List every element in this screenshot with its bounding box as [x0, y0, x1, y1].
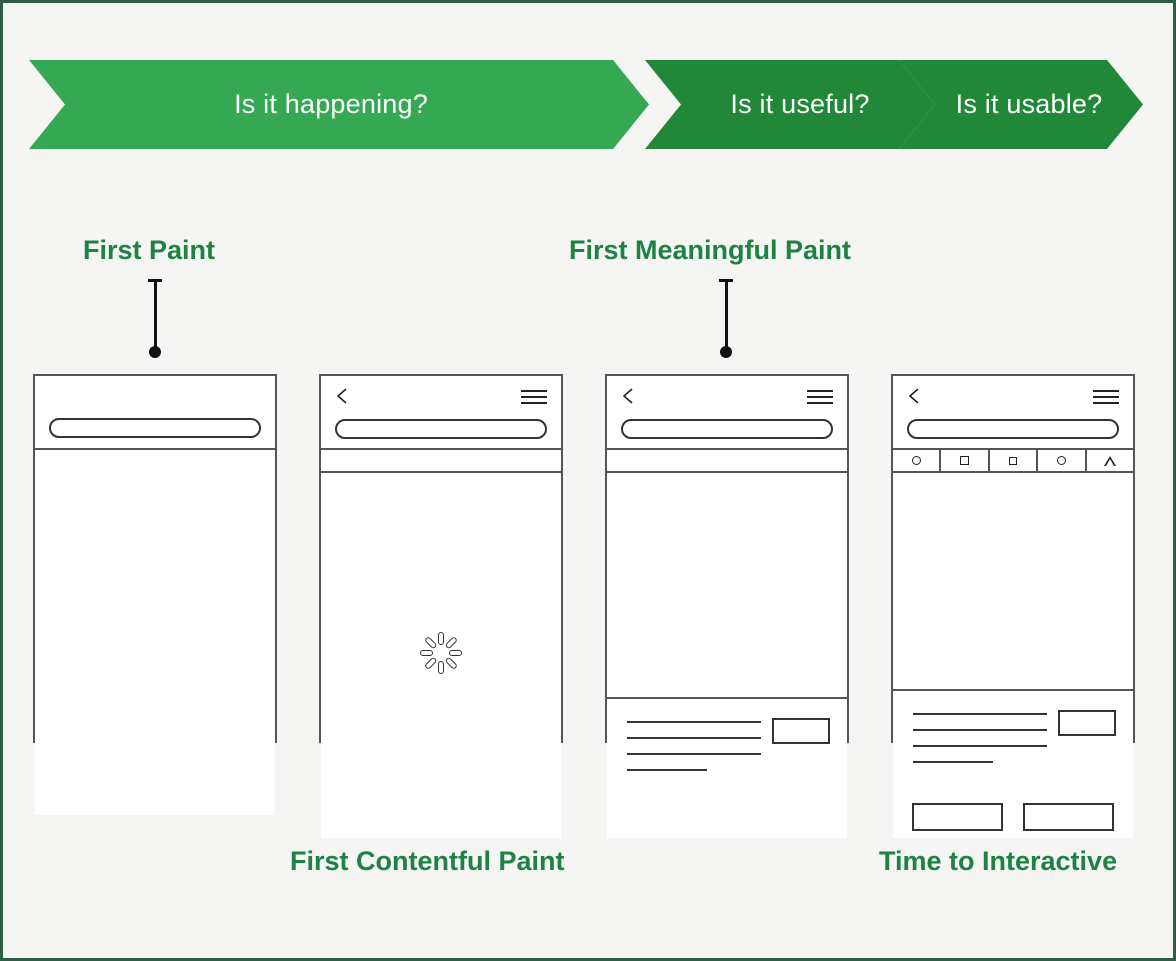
menu-bar [1093, 402, 1119, 404]
circle-icon [1056, 456, 1066, 465]
back-chevron-icon[interactable] [335, 387, 349, 405]
content-block [893, 689, 1133, 838]
text-line [627, 769, 707, 771]
phase-label: Is it happening? [234, 89, 428, 119]
menu-bar [521, 390, 547, 392]
menu-bar [521, 402, 547, 404]
phone-mockup-first-meaningful-paint [605, 374, 849, 838]
phase-label: Is it usable? [955, 89, 1103, 119]
page-viewport [321, 473, 561, 838]
hamburger-menu-icon[interactable] [807, 390, 833, 404]
menu-bar [807, 396, 833, 398]
text-line [627, 737, 761, 739]
text-line [913, 713, 1047, 715]
square-small-icon [1009, 456, 1018, 465]
connector-first-paint [148, 279, 162, 358]
phone-mockup-time-to-interactive [891, 374, 1135, 838]
connector-stem [154, 279, 157, 355]
phase-label: Is it useful? [730, 89, 870, 119]
loading-spinner-icon [418, 632, 464, 687]
menu-bar [521, 396, 547, 398]
text-line [913, 761, 993, 763]
back-chevron-icon[interactable] [907, 387, 921, 405]
back-chevron-icon[interactable] [621, 387, 635, 405]
square-icon [960, 456, 970, 465]
connector-stem [725, 279, 728, 355]
browser-chrome [607, 376, 847, 450]
action-button-row [912, 803, 1114, 831]
url-bar-pill[interactable] [49, 418, 261, 438]
browser-chrome [35, 376, 275, 450]
phone-mockup-first-contentful-paint [319, 374, 563, 838]
toolbar-item-square-small[interactable] [990, 450, 1039, 471]
menu-bar [1093, 390, 1119, 392]
content-block [607, 697, 847, 838]
phase-segment-is-it-usable[interactable]: Is it usable? [899, 60, 1143, 149]
text-line [913, 729, 1047, 731]
interactive-toolbar [893, 450, 1133, 473]
browser-chrome [893, 376, 1133, 450]
circle-icon [911, 456, 921, 465]
browser-chrome [321, 376, 561, 450]
url-bar-pill[interactable] [335, 419, 547, 439]
secondary-bar [607, 450, 847, 473]
toolbar-item-circle[interactable] [893, 450, 942, 471]
menu-bar [1093, 396, 1119, 398]
thumbnail-placeholder [1058, 710, 1116, 736]
action-button-right[interactable] [1023, 803, 1114, 831]
phase-segment-is-it-useful[interactable]: Is it useful? [645, 60, 935, 149]
text-line [627, 721, 761, 723]
page-viewport [35, 450, 275, 815]
toolbar-item-circle-2[interactable] [1038, 450, 1087, 471]
menu-bar [807, 390, 833, 392]
toolbar-item-square[interactable] [941, 450, 990, 471]
text-placeholder-lines [627, 721, 761, 785]
metric-label-time-to-interactive: Time to Interactive [879, 846, 1118, 876]
hamburger-menu-icon[interactable] [521, 390, 547, 404]
metric-label-first-meaningful-paint: First Meaningful Paint [569, 235, 852, 265]
phone-mockup-first-paint [33, 374, 277, 815]
page-viewport [893, 473, 1133, 838]
action-button-left[interactable] [912, 803, 1003, 831]
triangle-icon [1103, 455, 1116, 466]
hamburger-menu-icon[interactable] [1093, 390, 1119, 404]
text-line [627, 753, 761, 755]
page-viewport [607, 473, 847, 838]
menu-bar [807, 402, 833, 404]
metric-label-first-contentful-paint: First Contentful Paint [290, 846, 565, 876]
connector-dot [720, 346, 732, 358]
performance-phase-banner: Is it happening? Is it useful? Is it usa… [29, 60, 1143, 149]
toolbar-item-triangle[interactable] [1087, 450, 1133, 471]
connector-dot [149, 346, 161, 358]
url-bar-pill[interactable] [907, 419, 1119, 439]
text-placeholder-lines [913, 713, 1047, 777]
text-line [913, 745, 1047, 747]
metric-label-first-paint: First Paint [83, 235, 216, 265]
phase-segment-is-it-happening[interactable]: Is it happening? [29, 60, 649, 149]
connector-first-meaningful-paint [719, 279, 733, 358]
secondary-bar [321, 450, 561, 473]
thumbnail-placeholder [772, 718, 830, 744]
url-bar-pill[interactable] [621, 419, 833, 439]
